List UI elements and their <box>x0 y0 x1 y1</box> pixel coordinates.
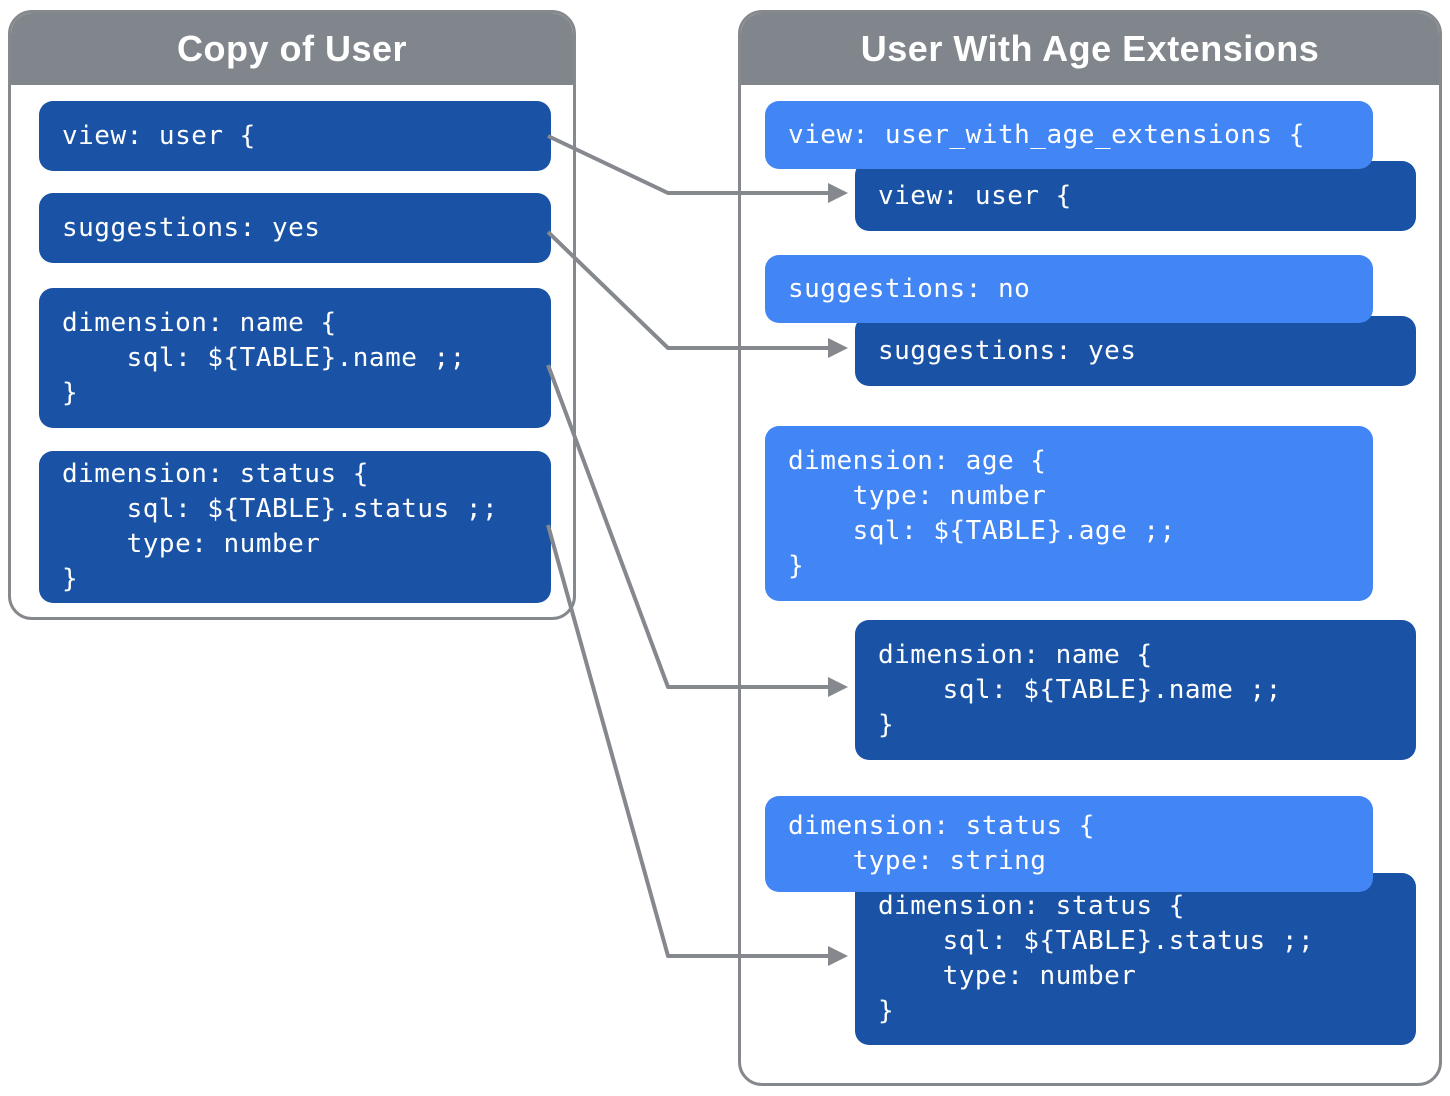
code-line: } <box>878 996 895 1026</box>
code-line: dimension: name { <box>62 307 337 338</box>
code-block-inherited-view-user: view: user { <box>855 161 1416 231</box>
code-line: sql: ${TABLE}.age ;; <box>788 515 1176 546</box>
code-line: type: number <box>62 529 321 559</box>
code-block-view-user: view: user { <box>39 101 551 171</box>
code-line: view: user { <box>878 180 1072 211</box>
code-block-dimension-name: dimension: name { sql: ${TABLE}.name ;; … <box>39 288 551 428</box>
code-line: suggestions: yes <box>878 335 1137 366</box>
left-panel-header: Copy of User <box>11 13 573 85</box>
code-block-inherited-dimension-name: dimension: name { sql: ${TABLE}.name ;; … <box>855 620 1416 760</box>
code-line: type: number <box>788 480 1047 511</box>
right-panel-title: User With Age Extensions <box>860 28 1320 69</box>
code-line: dimension: status { <box>62 459 369 489</box>
code-block-extended-view-declaration: view: user_with_age_extensions { <box>765 101 1373 169</box>
code-line: } <box>62 564 79 594</box>
code-line: type: string <box>788 846 1047 876</box>
left-panel: Copy of User view: user { suggestions: y… <box>8 10 576 620</box>
code-line: sql: ${TABLE}.name ;; <box>878 674 1282 705</box>
code-line: suggestions: yes <box>62 212 321 243</box>
code-block-dimension-status: dimension: status { sql: ${TABLE}.status… <box>39 451 551 603</box>
code-block-added-dimension-age: dimension: age { type: number sql: ${TAB… <box>765 426 1373 601</box>
code-block-override-dimension-status: dimension: status { type: string <box>765 796 1373 892</box>
code-block-inherited-suggestions-yes: suggestions: yes <box>855 316 1416 386</box>
left-panel-title: Copy of User <box>176 28 408 69</box>
code-line: suggestions: no <box>788 273 1031 304</box>
code-line: view: user { <box>62 120 256 151</box>
code-line: dimension: status { <box>788 811 1095 841</box>
code-block-override-suggestions-no: suggestions: no <box>765 255 1373 323</box>
right-panel-header: User With Age Extensions <box>741 13 1439 85</box>
code-line: view: user_with_age_extensions { <box>788 119 1305 150</box>
code-line: sql: ${TABLE}.status ;; <box>878 926 1315 956</box>
code-line: dimension: status { <box>878 891 1185 921</box>
code-line: dimension: name { <box>878 639 1153 670</box>
code-block-inherited-dimension-status: dimension: status { sql: ${TABLE}.status… <box>855 873 1416 1045</box>
code-line: sql: ${TABLE}.name ;; <box>62 342 466 373</box>
code-line: } <box>62 377 79 408</box>
right-panel: User With Age Extensions view: user { vi… <box>738 10 1442 1086</box>
code-line: type: number <box>878 961 1137 991</box>
code-line: } <box>878 709 895 740</box>
code-line: } <box>788 550 805 581</box>
code-block-suggestions-yes: suggestions: yes <box>39 193 551 263</box>
code-line: sql: ${TABLE}.status ;; <box>62 494 499 524</box>
code-line: dimension: age { <box>788 445 1047 476</box>
